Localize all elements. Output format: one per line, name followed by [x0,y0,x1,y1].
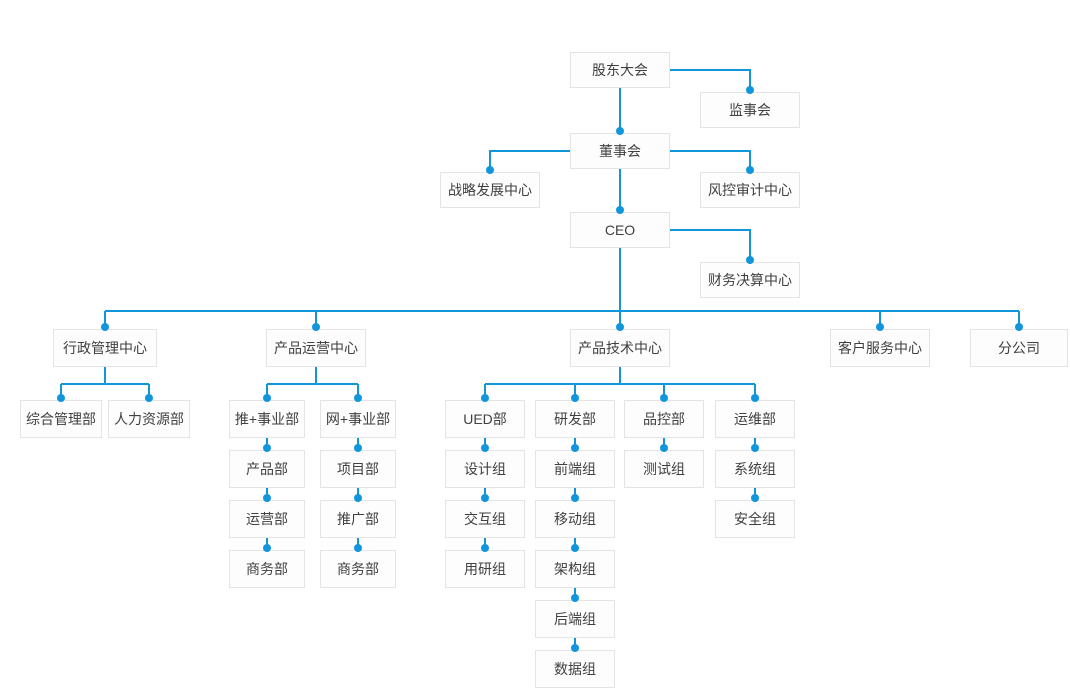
org-node-product-dept[interactable]: 产品部 [229,450,305,488]
org-node-label: 产品技术中心 [578,340,662,356]
org-node-business-dept-2[interactable]: 商务部 [320,550,396,588]
org-node-label: 产品部 [246,461,288,477]
org-node-general-affairs[interactable]: 综合管理部 [20,400,102,438]
org-node-label: 运维部 [734,411,776,427]
org-node-ued-dept[interactable]: UED部 [445,400,525,438]
org-node-rd-dept[interactable]: 研发部 [535,400,615,438]
org-node-backend-group[interactable]: 后端组 [535,600,615,638]
org-node-label: 推+事业部 [234,411,300,427]
org-node-label: 后端组 [554,611,596,627]
org-node-label: 前端组 [554,461,596,477]
org-node-label: 风控审计中心 [708,182,792,198]
org-node-test-group[interactable]: 测试组 [624,450,704,488]
org-node-ops-center[interactable]: 产品运营中心 [266,329,366,367]
org-node-label: 数据组 [554,661,596,677]
org-node-label: 运营部 [246,511,288,527]
org-node-label: 综合管理部 [26,411,96,427]
org-node-label: 研发部 [554,411,596,427]
org-node-label: 网+事业部 [325,411,391,427]
org-node-board[interactable]: 董事会 [570,133,670,169]
org-node-label: 财务决算中心 [708,272,792,288]
org-node-label: CEO [604,222,636,238]
org-node-om-dept[interactable]: 运维部 [715,400,795,438]
org-node-service-center[interactable]: 客户服务中心 [830,329,930,367]
org-node-tui-division[interactable]: 推+事业部 [229,400,305,438]
org-node-mobile-group[interactable]: 移动组 [535,500,615,538]
org-node-label: UED部 [463,411,507,427]
org-node-label: 产品运营中心 [274,340,358,356]
org-node-arch-group[interactable]: 架构组 [535,550,615,588]
org-node-user-research-group[interactable]: 用研组 [445,550,525,588]
org-node-label: 测试组 [643,461,685,477]
org-node-label: 客户服务中心 [838,340,922,356]
org-node-label: 商务部 [337,561,379,577]
org-node-operation-dept[interactable]: 运营部 [229,500,305,538]
org-node-business-dept-1[interactable]: 商务部 [229,550,305,588]
org-node-hr-dept[interactable]: 人力资源部 [108,400,190,438]
org-node-label: 系统组 [734,461,776,477]
org-node-label: 架构组 [554,561,596,577]
org-node-label: 安全组 [734,511,776,527]
org-node-label: 董事会 [599,143,641,159]
org-node-label: 交互组 [464,511,506,527]
org-node-label: 推广部 [337,511,379,527]
org-node-data-group[interactable]: 数据组 [535,650,615,688]
org-node-interaction-group[interactable]: 交互组 [445,500,525,538]
org-node-promotion-dept[interactable]: 推广部 [320,500,396,538]
org-node-risk-audit-center[interactable]: 风控审计中心 [700,172,800,208]
org-node-label: 品控部 [643,411,685,427]
org-node-label: 战略发展中心 [448,182,532,198]
org-node-tech-center[interactable]: 产品技术中心 [570,329,670,367]
org-node-wang-division[interactable]: 网+事业部 [320,400,396,438]
org-node-design-group[interactable]: 设计组 [445,450,525,488]
org-node-frontend-group[interactable]: 前端组 [535,450,615,488]
org-node-supervisory[interactable]: 监事会 [700,92,800,128]
org-node-label: 人力资源部 [114,411,184,427]
org-node-ceo[interactable]: CEO [570,212,670,248]
org-node-label: 商务部 [246,561,288,577]
org-node-label: 设计组 [464,461,506,477]
org-node-qc-dept[interactable]: 品控部 [624,400,704,438]
org-node-shareholders[interactable]: 股东大会 [570,52,670,88]
org-node-label: 行政管理中心 [63,340,147,356]
org-node-branch-company[interactable]: 分公司 [970,329,1068,367]
org-node-label: 项目部 [337,461,379,477]
org-node-finance-center[interactable]: 财务决算中心 [700,262,800,298]
org-node-admin-center[interactable]: 行政管理中心 [53,329,157,367]
org-node-security-group[interactable]: 安全组 [715,500,795,538]
org-node-label: 股东大会 [592,62,648,78]
org-node-label: 移动组 [554,511,596,527]
org-node-project-dept[interactable]: 项目部 [320,450,396,488]
org-node-strategy-center[interactable]: 战略发展中心 [440,172,540,208]
org-node-system-group[interactable]: 系统组 [715,450,795,488]
org-node-label: 监事会 [729,102,771,118]
org-node-label: 分公司 [998,340,1040,356]
org-node-label: 用研组 [464,561,506,577]
